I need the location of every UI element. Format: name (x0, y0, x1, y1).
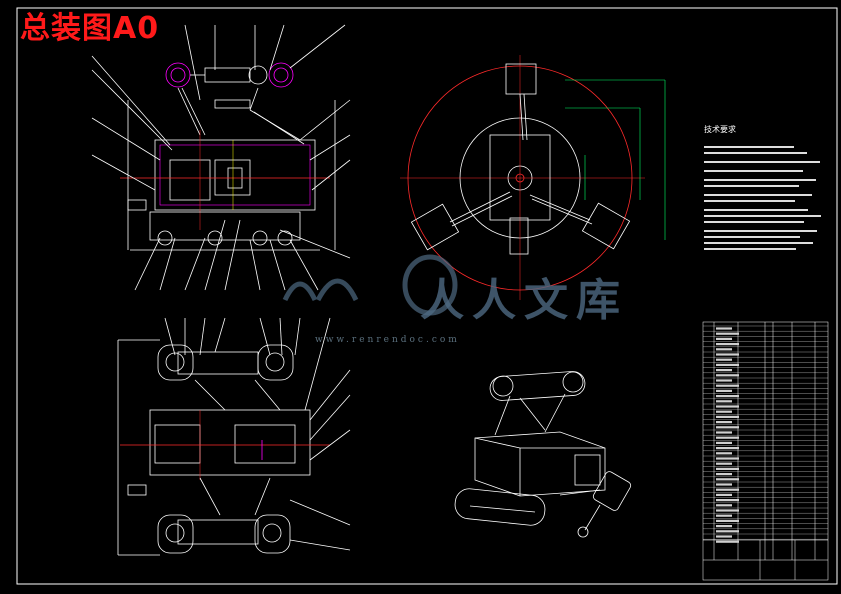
tech-note-line (704, 146, 794, 148)
tech-note-line (704, 200, 795, 202)
table-cell-text (716, 369, 732, 372)
tech-note-line (704, 170, 803, 172)
parts-list-table (702, 321, 829, 581)
table-cell-text (716, 363, 739, 366)
table-cell-text (716, 488, 739, 491)
table-cell-text (716, 337, 732, 340)
table-cell-text (716, 504, 732, 507)
table-cell-text (716, 499, 739, 502)
table-cell-text (716, 478, 739, 481)
tech-notes-title: 技术要求 (704, 125, 736, 134)
table-cell-text (716, 462, 732, 465)
table-cell-text (716, 384, 739, 387)
table-cell-text (716, 332, 739, 335)
table-cell-text (716, 447, 739, 450)
table-cell-text (716, 343, 739, 346)
table-cell-text (716, 426, 739, 429)
table-cell-text (716, 540, 739, 543)
table-cell-text (716, 327, 732, 330)
table-cell-text (716, 441, 732, 444)
tech-note-line (704, 248, 796, 250)
parts-table-rows (703, 325, 828, 543)
table-cell-text (716, 389, 732, 392)
tech-note-line (704, 194, 812, 196)
table-cell-text (716, 421, 732, 424)
table-cell-text (716, 379, 732, 382)
table-cell-text (716, 519, 739, 522)
front-view (91, 24, 351, 291)
table-cell-text (716, 467, 739, 470)
table-cell-text (716, 530, 739, 533)
tech-note-line (704, 185, 799, 187)
tech-note-line (704, 152, 807, 154)
table-cell-text (716, 431, 732, 434)
tech-note-line (704, 161, 820, 163)
watermark-url: www.renrendoc.com (315, 335, 460, 345)
table-cell-text (716, 415, 739, 418)
tech-note-line (704, 236, 800, 238)
isometric-view (454, 371, 632, 538)
tech-note-line (704, 179, 816, 181)
table-cell-text (716, 400, 732, 403)
table-cell-text (716, 509, 739, 512)
table-cell-text (716, 374, 739, 377)
tech-note-line (704, 215, 821, 217)
table-cell-text (716, 473, 732, 476)
table-cell-text (716, 348, 732, 351)
table-cell-text (716, 410, 732, 413)
tech-note-line (704, 221, 804, 223)
table-cell-text (716, 405, 739, 408)
table-cell-text (716, 353, 739, 356)
table-cell-text (716, 457, 739, 460)
drawing-title: 总装图A0 (20, 11, 160, 46)
tech-note-line (704, 242, 813, 244)
table-cell-text (716, 452, 732, 455)
table-cell-text (716, 525, 732, 528)
circular-side-view (400, 55, 666, 300)
top-view (117, 317, 351, 556)
drawing-border (16, 7, 838, 585)
table-cell-text (716, 395, 739, 398)
tech-note-line (704, 209, 808, 211)
watermark-logo (282, 254, 458, 316)
tech-note-line (704, 230, 817, 232)
table-cell-text (716, 493, 732, 496)
watermark-text: 人人文库 (420, 275, 628, 326)
table-cell-text (716, 436, 739, 439)
table-cell-text (716, 483, 732, 486)
table-cell-text (716, 514, 732, 517)
table-cell-text (716, 535, 732, 538)
table-cell-text (716, 358, 732, 361)
